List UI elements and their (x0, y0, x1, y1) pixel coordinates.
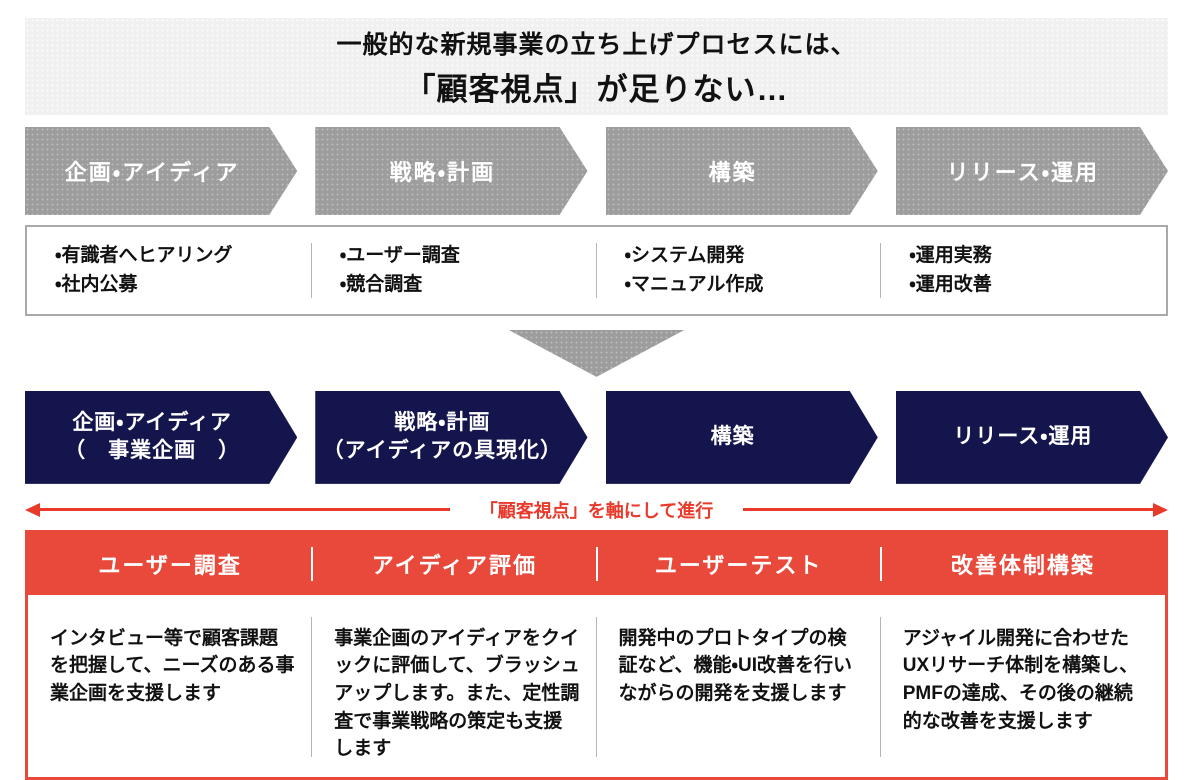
title-line-2: 「顧客視点」が足りない… (404, 71, 789, 107)
generic-process-row: 企画・アイディア 戦略・計画 構築 リリース・運用 (25, 127, 1168, 215)
service-header-cell: ユーザーテスト (597, 548, 881, 580)
left-arrowhead-icon (25, 502, 40, 517)
generic-detail-column: ・有識者へヒアリング ・社内公募 (27, 239, 312, 302)
title-line-1: 一般的な新規事業の立ち上げプロセスには、 (336, 30, 857, 59)
detail-item: ・有識者へヒアリング (55, 245, 233, 266)
detail-item: ・マニュアル作成 (624, 274, 764, 296)
customer-step-sublabel: （ 事業企画 ） (64, 439, 241, 463)
customer-step-label: リリース・運用 (953, 425, 1093, 449)
service-description: アジャイル開発に合わせたUXリサーチ体制を構築し、PMFの達成、その後の継続的な… (902, 627, 1139, 732)
customer-step-sublabel: （アイディアの具現化） (322, 439, 563, 463)
generic-step-arrow-icon: 構築 (606, 127, 878, 215)
generic-step-arrow-icon: 戦略・計画 (315, 127, 587, 215)
service-header-cell: ユーザー調査 (28, 548, 312, 580)
generic-step-arrow-icon: リリース・運用 (896, 127, 1168, 215)
service-header-cell: 改善体制構築 (950, 552, 1095, 578)
generic-detail-column: ・運用実務 ・運用改善 (881, 239, 1166, 302)
detail-item: ・ユーザー調査 (339, 245, 460, 266)
service-header-cell: アイディア評価 (312, 548, 596, 580)
generic-process-details-box: ・有識者へヒアリング ・社内公募 ・ユーザー調査 ・競合調査 ・システム開発 ・… (25, 225, 1168, 316)
services-box: ユーザー調査 アイディア評価 ユーザーテスト 改善体制構築 インタビュー等で顧客… (25, 529, 1168, 780)
service-description: 事業企画のアイディアをクイックに評価して、ブラッシュアップします。また、定性調査… (312, 616, 597, 763)
generic-step-label: 戦略・計画 (389, 160, 496, 185)
service-description: インタビュー等で顧客課題を把握して、ニーズのある事業企画を支援します (28, 616, 313, 763)
title-banner: 一般的な新規事業の立ち上げプロセスには、 「顧客視点」が足りない… (25, 18, 1168, 115)
detail-item: ・システム開発 (624, 245, 745, 266)
customer-step-arrow-icon: 戦略・計画 （アイディアの具現化） (315, 391, 587, 484)
customer-step-arrow-icon: 構築 (606, 391, 878, 484)
down-arrow-icon (508, 329, 685, 377)
customer-step-label: 戦略・計画 (394, 411, 491, 435)
generic-step-label: 企画・アイディア (64, 160, 240, 185)
service-description: 開発中のプロトタイプの検証など、機能・UI改善を行いながらの開発を支援します (597, 616, 882, 763)
detail-item: ・社内公募 (55, 274, 138, 296)
generic-detail-column: ・システム開発 ・マニュアル作成 (597, 239, 882, 302)
detail-item: ・競合調査 (339, 274, 423, 296)
customer-process-row: 企画・アイディア （ 事業企画 ） 戦略・計画 （アイディアの具現化） 構築 リ… (25, 391, 1168, 484)
generic-step-label: 構築 (708, 160, 757, 185)
generic-detail-column: ・ユーザー調査 ・競合調査 (312, 239, 597, 302)
customer-step-label: 企画・アイディア (72, 411, 232, 435)
customer-step-arrow-icon: 企画・アイディア （ 事業企画 ） (25, 391, 297, 484)
services-body: インタビュー等で顧客課題を把握して、ニーズのある事業企画を支援します 事業企画の… (28, 595, 1165, 777)
customer-axis-arrow: 「顧客視点」を軸にして進行 (25, 500, 1168, 521)
generic-step-arrow-icon: 企画・アイディア (25, 127, 297, 215)
right-arrowhead-icon (1153, 502, 1168, 517)
customer-step-arrow-icon: リリース・運用 (896, 391, 1168, 484)
axis-label: 「顧客視点」を軸にして進行 (479, 500, 714, 521)
customer-step-label: 構築 (710, 425, 755, 449)
axis-line (40, 508, 450, 512)
detail-item: ・運用実務 (909, 245, 992, 266)
generic-step-label: リリース・運用 (946, 160, 1100, 185)
services-header: ユーザー調査 アイディア評価 ユーザーテスト 改善体制構築 (28, 532, 1165, 595)
detail-item: ・運用改善 (909, 274, 992, 296)
axis-line (743, 508, 1153, 512)
transition-indicator (25, 329, 1168, 377)
